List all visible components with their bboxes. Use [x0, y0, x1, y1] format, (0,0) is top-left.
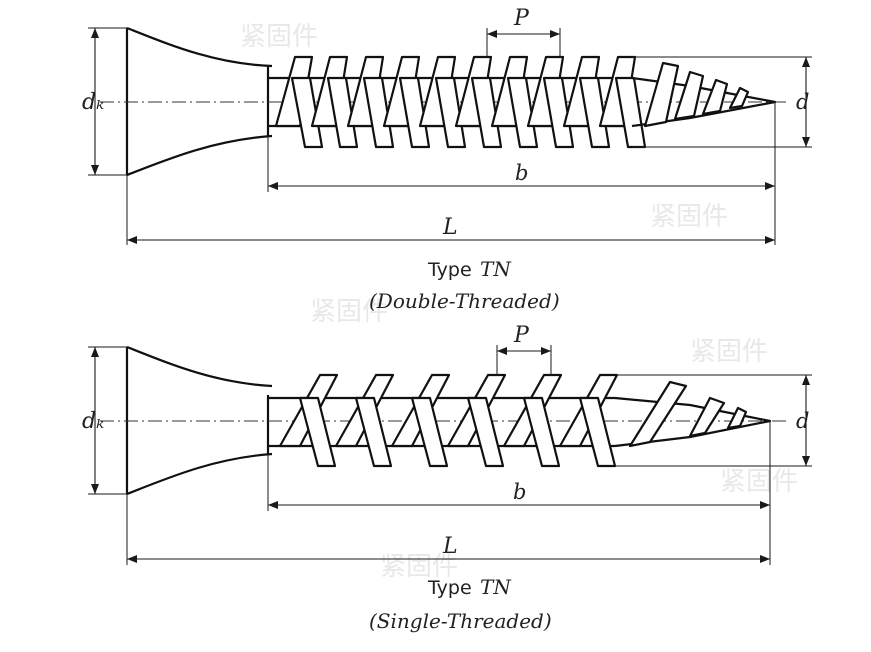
thread-crests-top — [274, 55, 647, 149]
head-curve-lower-top — [126, 134, 273, 177]
caption-type-top: Type — [427, 259, 472, 281]
watermarks: 紧固件 紧固件 紧固件 紧固件 紧固件 紧固件 — [240, 22, 798, 582]
label-dk-bottom: dₖ — [82, 409, 104, 434]
svg-text:紧固件: 紧固件 — [310, 297, 388, 327]
svg-text:紧固件: 紧固件 — [650, 202, 728, 232]
label-L-bottom: L — [442, 534, 458, 559]
svg-text:紧固件: 紧固件 — [240, 22, 318, 52]
svg-text:紧固件: 紧固件 — [690, 337, 768, 367]
screw-bottom: dₖ d P b L Type TN (Single-Threaded) — [82, 323, 812, 633]
dimension-arrows — [91, 28, 810, 563]
point-threads-bottom — [628, 380, 748, 448]
label-dk-top: dₖ — [82, 90, 104, 115]
label-L-top: L — [442, 215, 458, 240]
point-threads-top — [643, 61, 750, 128]
caption-variant-top: (Double-Threaded) — [369, 289, 560, 313]
caption-type-bottom: Type — [427, 577, 472, 599]
caption-variant-bottom: (Single-Threaded) — [369, 609, 552, 633]
svg-text:紧固件: 紧固件 — [380, 552, 458, 582]
svg-text:紧固件: 紧固件 — [720, 467, 798, 497]
screw-top: dₖ d P b L Type TN (Double-Threaded) — [82, 6, 812, 313]
thread-crests-bottom — [278, 373, 619, 468]
caption-code-bottom: TN — [480, 575, 512, 599]
label-d-bottom: d — [796, 409, 809, 433]
label-d-top: d — [796, 90, 809, 114]
label-P-bottom: P — [513, 323, 530, 348]
label-b-top: b — [515, 161, 528, 185]
caption-code-top: TN — [480, 257, 512, 281]
label-b-bottom: b — [513, 480, 526, 504]
label-P-top: P — [513, 6, 530, 31]
head-curve-upper-top — [126, 26, 273, 68]
